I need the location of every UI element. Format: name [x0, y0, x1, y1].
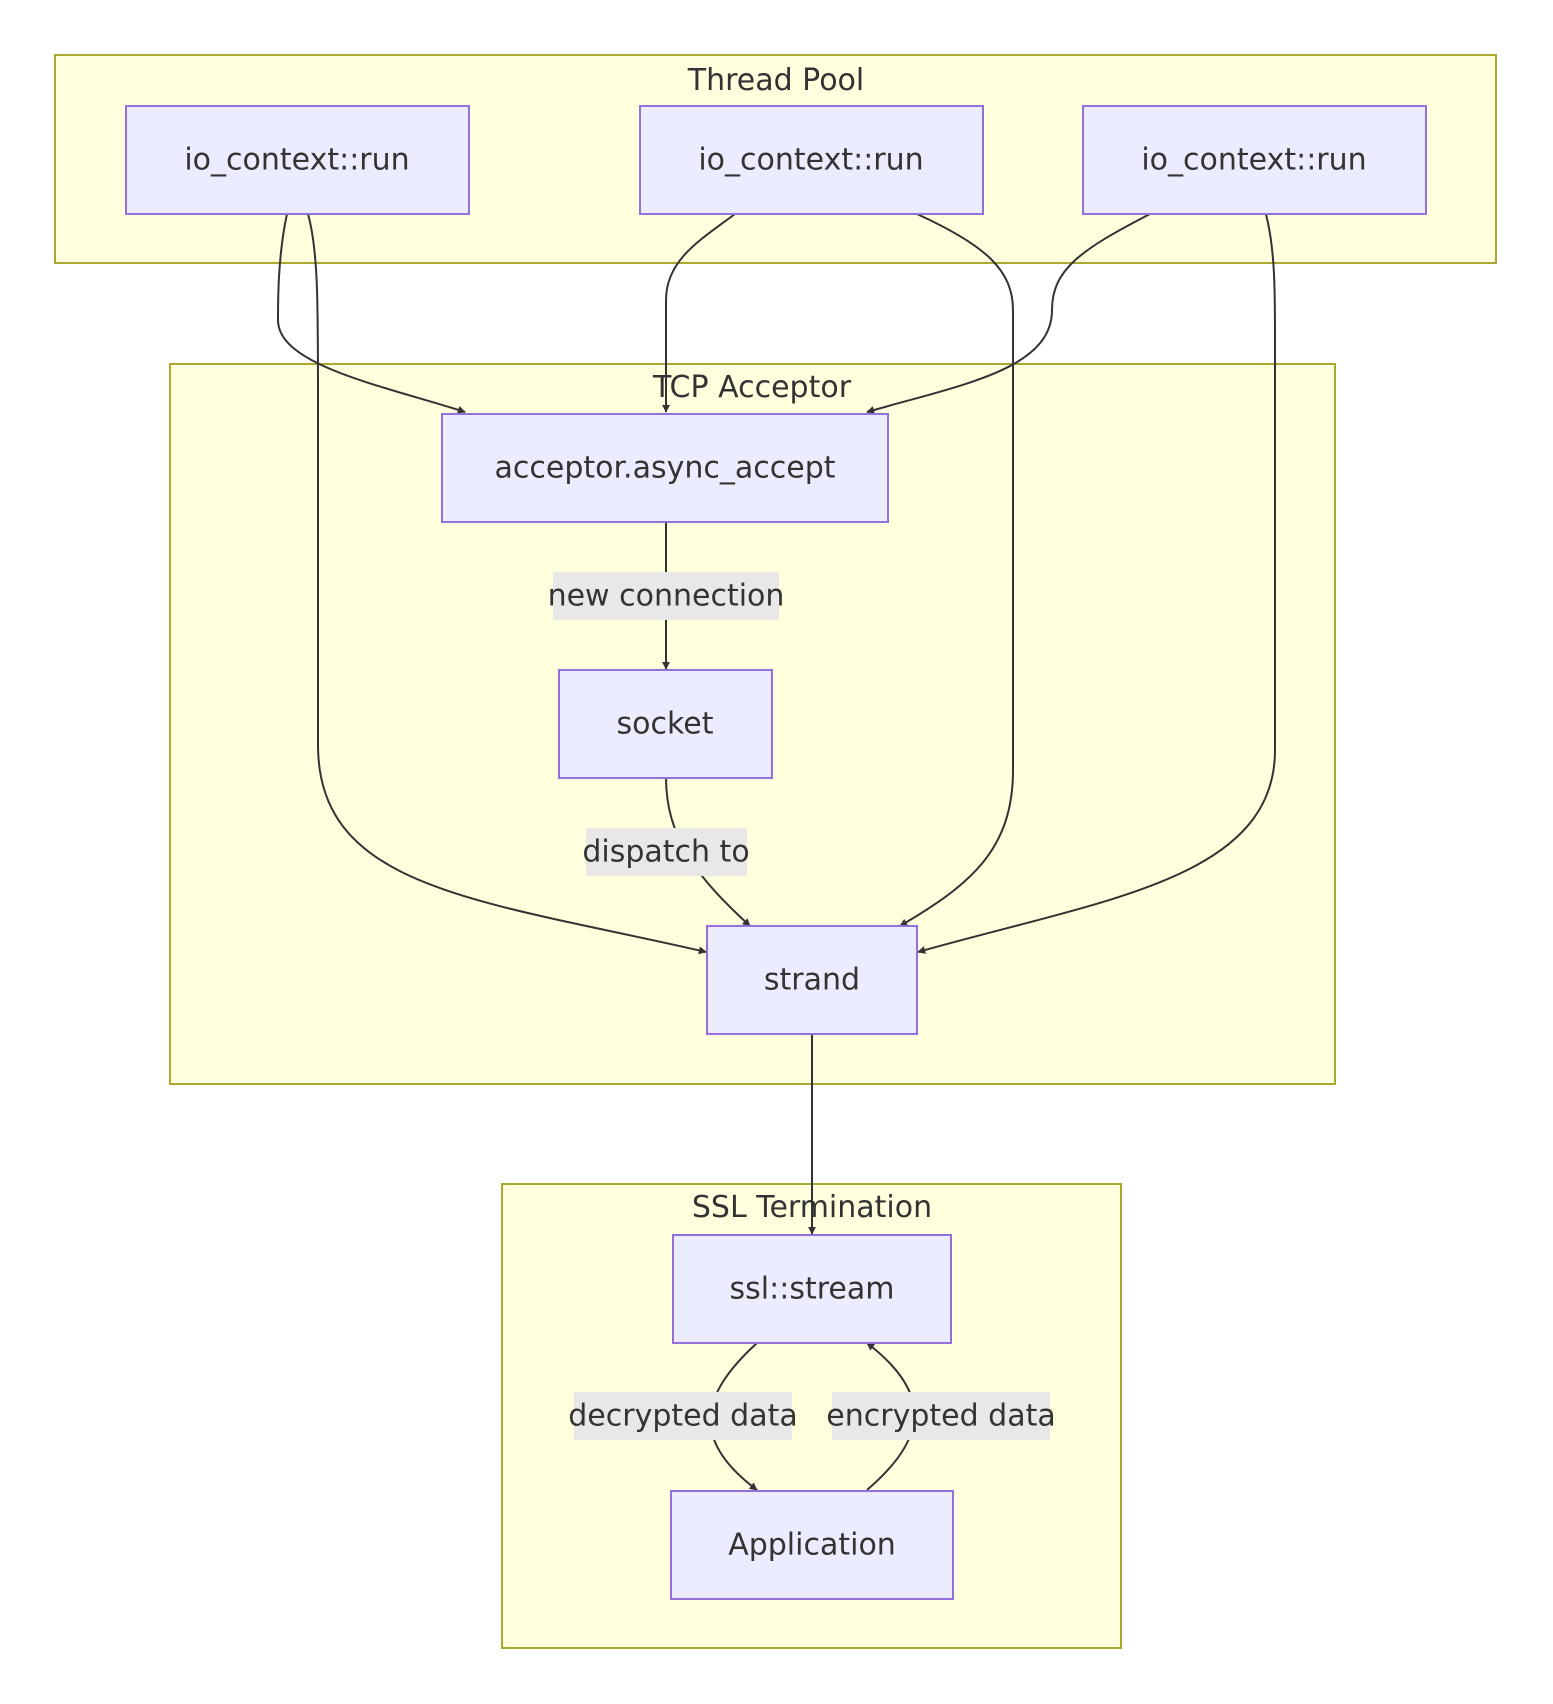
edge-run2-to-strand — [899, 213, 1014, 927]
node-io-context-run-1-label: io_context::run — [184, 143, 409, 178]
node-socket: socket — [558, 669, 773, 779]
edge-run1-to-strand — [307, 213, 707, 955]
node-ssl-stream: ssl::stream — [672, 1234, 952, 1344]
node-strand-label: strand — [764, 963, 860, 998]
node-io-context-run-2: io_context::run — [639, 105, 984, 215]
node-io-context-run-3-label: io_context::run — [1141, 143, 1366, 178]
edge-run1-to-async-accept — [276, 213, 466, 414]
edge-label-encrypted-data-text: encrypted data — [826, 1399, 1055, 1434]
node-application-label: Application — [728, 1528, 896, 1563]
edge-label-dispatch-to: dispatch to — [582, 828, 750, 876]
node-async-accept: acceptor.async_accept — [441, 413, 889, 523]
edge-run3-to-async-accept — [866, 213, 1151, 414]
edge-label-encrypted-data: encrypted data — [826, 1392, 1056, 1440]
edge-label-decrypted-data-text: decrypted data — [568, 1399, 798, 1434]
node-application: Application — [670, 1490, 954, 1600]
node-io-context-run-2-label: io_context::run — [698, 143, 923, 178]
node-socket-label: socket — [616, 707, 713, 742]
edge-label-new-connection: new connection — [548, 572, 785, 620]
node-ssl-stream-label: ssl::stream — [730, 1272, 895, 1307]
edge-run2-to-async-accept — [662, 213, 736, 413]
edge-label-decrypted-data: decrypted data — [568, 1392, 798, 1440]
node-async-accept-label: acceptor.async_accept — [494, 451, 835, 486]
node-strand: strand — [706, 925, 918, 1035]
cluster-title-tcp-acceptor: TCP Acceptor — [652, 370, 852, 405]
edges — [276, 213, 1276, 1491]
node-io-context-run-1: io_context::run — [125, 105, 470, 215]
edge-run3-to-strand — [917, 213, 1276, 954]
node-io-context-run-3: io_context::run — [1082, 105, 1427, 215]
edge-label-new-connection-text: new connection — [548, 579, 785, 614]
edge-label-dispatch-to-text: dispatch to — [582, 835, 749, 870]
cluster-title-thread-pool: Thread Pool — [687, 63, 865, 98]
